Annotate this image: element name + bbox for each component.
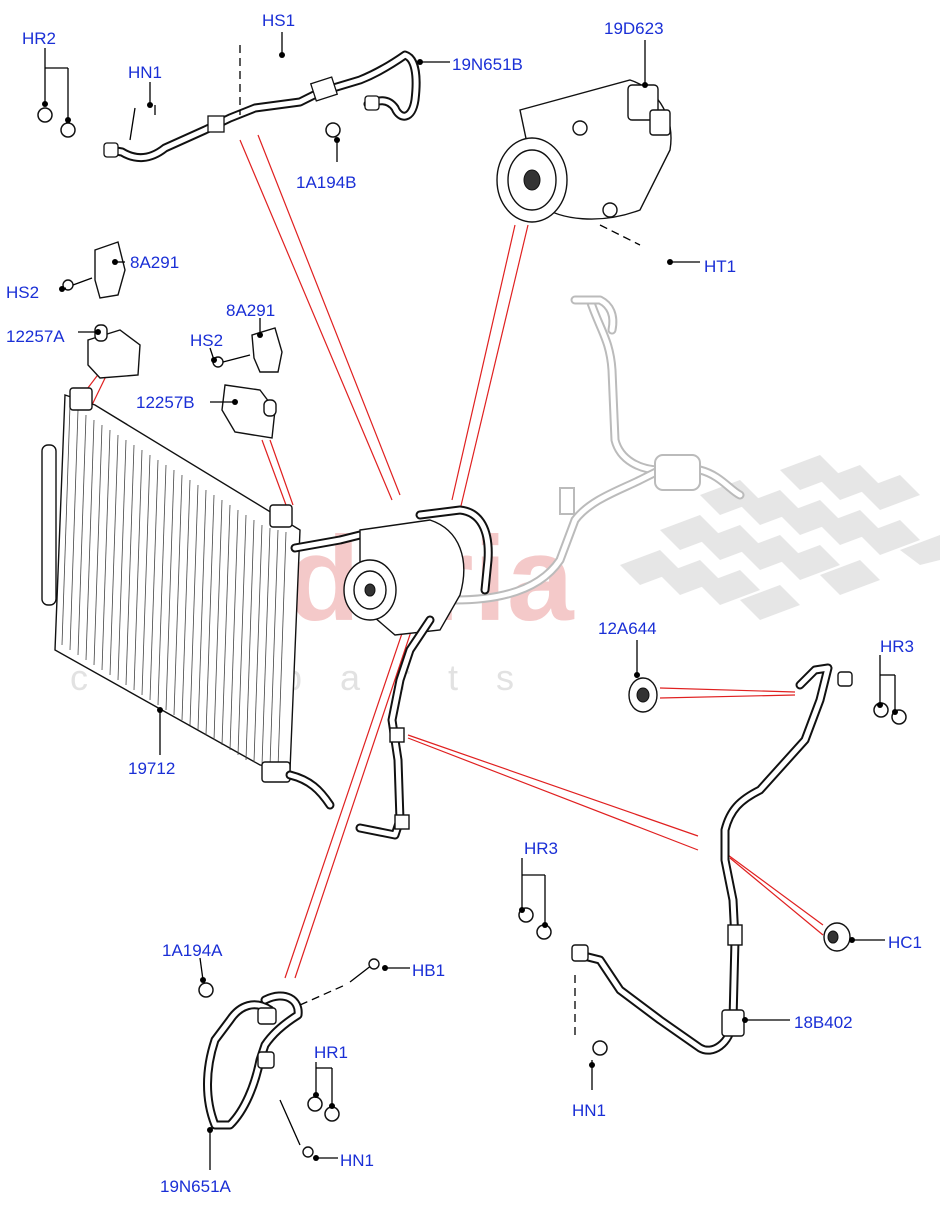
label-19n651a: 19N651A (160, 1177, 232, 1196)
pipe-19n651a (203, 958, 380, 1158)
pipe-18b402 (571, 663, 853, 1055)
o-rings (37, 107, 907, 1122)
label-12a644: 12A644 (598, 619, 657, 638)
part-labels: HR2 HS1 19D623 HN1 19N651B 1A194B HT1 8A… (6, 11, 922, 1196)
label-12257b: 12257B (136, 393, 195, 412)
label-hc1: HC1 (888, 933, 922, 952)
clip-8a291-b (212, 327, 283, 373)
label-hr3-mid: HR3 (524, 839, 558, 858)
pipe-19n651b (103, 45, 421, 162)
label-hs2-b: HS2 (190, 331, 223, 350)
label-12257a: 12257A (6, 327, 65, 346)
label-hn1-mid: HN1 (340, 1151, 374, 1170)
label-hr2: HR2 (22, 29, 56, 48)
label-hn1-top: HN1 (128, 63, 162, 82)
condenser-19712 (41, 387, 335, 810)
label-19d623: 19D623 (604, 19, 664, 38)
label-19n651b: 19N651B (452, 55, 523, 74)
leader-lines (42, 32, 898, 1170)
clip-8a291-a (62, 241, 126, 299)
label-hn1-bottom: HN1 (572, 1101, 606, 1120)
label-hs2-a: HS2 (6, 283, 39, 302)
bracket-12257b (221, 384, 277, 439)
condenser-fins (61, 404, 287, 769)
label-hr1: HR1 (314, 1043, 348, 1062)
label-19712: 19712 (128, 759, 175, 778)
cap-hc1 (823, 922, 851, 952)
label-1a194b: 1A194B (296, 173, 357, 192)
compressor-19d623 (496, 79, 672, 246)
label-1a194a: 1A194A (162, 941, 223, 960)
label-8a291-b: 8A291 (226, 301, 275, 320)
label-18b402: 18B402 (794, 1013, 853, 1032)
label-8a291-a: 8A291 (130, 253, 179, 272)
checkerboard-watermark (620, 455, 940, 620)
central-assembly (290, 505, 493, 840)
ghost-pipe-assembly (450, 295, 745, 605)
label-ht1: HT1 (704, 257, 736, 276)
label-hb1: HB1 (412, 961, 445, 980)
label-hr3-right: HR3 (880, 637, 914, 656)
sensor-12a644 (628, 677, 658, 713)
label-hs1: HS1 (262, 11, 295, 30)
